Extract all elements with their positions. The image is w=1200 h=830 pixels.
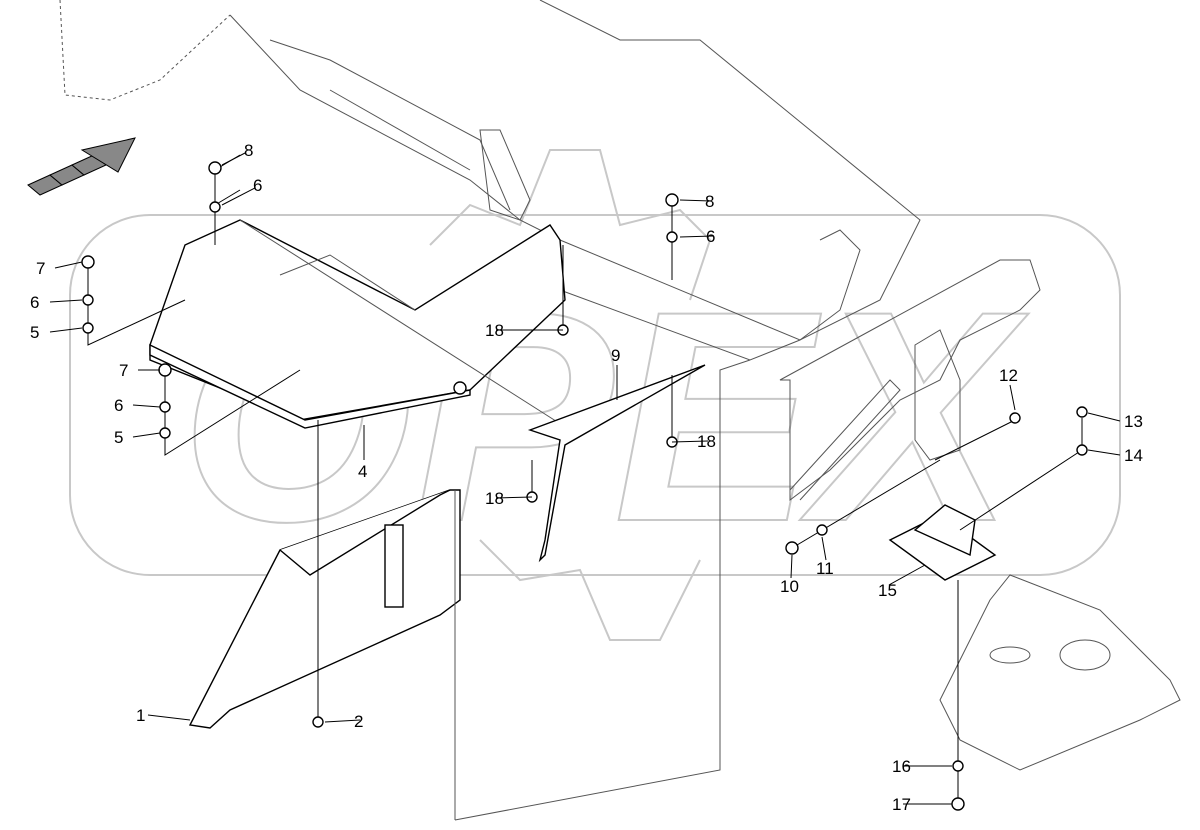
callout-5: 5 [30, 323, 39, 342]
machine-frame [59, 0, 1181, 771]
callout-12: 12 [999, 366, 1018, 385]
callout-8: 8 [705, 192, 714, 211]
callout-18: 18 [485, 321, 504, 340]
callout-9: 9 [611, 346, 620, 365]
callout-18: 18 [485, 489, 504, 508]
callout-10: 10 [780, 577, 799, 596]
part-9-bracket [527, 364, 706, 563]
callout-14: 14 [1124, 446, 1143, 465]
callout-7: 7 [119, 361, 128, 380]
callout-8: 8 [244, 141, 253, 160]
part-4-cover-plate [149, 219, 571, 431]
callout-18: 18 [697, 432, 716, 451]
rear-panel [454, 359, 751, 821]
direction-arrow-icon [27, 137, 136, 196]
callout-labels: 1 2 4 5 5 6 6 6 6 7 7 8 8 9 10 11 12 13 … [30, 141, 1143, 814]
part-1-side-panel [188, 489, 461, 820]
callout-17: 17 [892, 795, 911, 814]
callout-13: 13 [1124, 412, 1143, 431]
callout-4: 4 [358, 462, 367, 481]
part-15-mount-bracket [888, 504, 997, 581]
hardware [49, 152, 1121, 811]
callout-6: 6 [706, 227, 715, 246]
callout-11: 11 [816, 559, 834, 578]
callout-16: 16 [892, 757, 911, 776]
callout-1: 1 [136, 706, 145, 725]
callout-2: 2 [354, 712, 363, 731]
callout-15: 15 [878, 581, 897, 600]
callout-5: 5 [114, 428, 123, 447]
callout-7: 7 [36, 259, 45, 278]
callout-6: 6 [30, 293, 39, 312]
callout-6: 6 [114, 396, 123, 415]
callout-6: 6 [253, 176, 262, 195]
